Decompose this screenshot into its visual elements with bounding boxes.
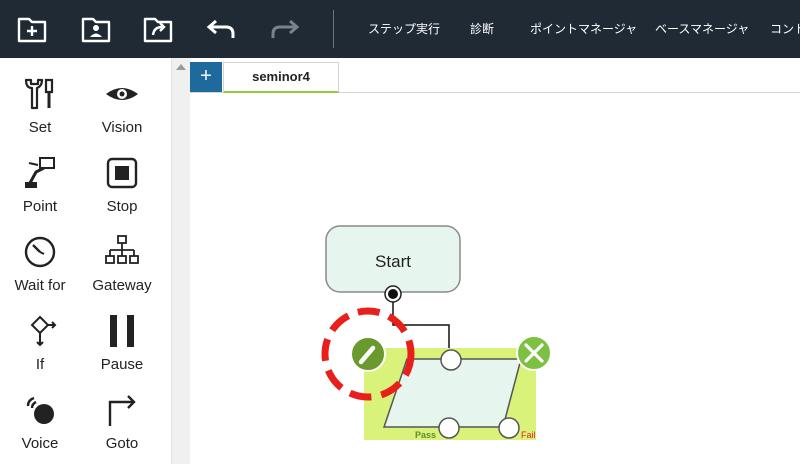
node-input-port[interactable]	[440, 349, 462, 371]
eye-icon	[102, 76, 142, 112]
tool-stop[interactable]: Stop	[82, 137, 162, 215]
fail-label: Fail	[521, 430, 536, 440]
close-icon	[524, 343, 544, 363]
tab-seminor4[interactable]: seminor4	[223, 62, 339, 94]
menu-step-run[interactable]: ステップ実行	[368, 22, 441, 36]
tool-label: Gateway	[92, 277, 152, 294]
top-toolbar: ステップ実行 診断 ポイントマネージャ ベースマネージャ コント	[0, 0, 800, 58]
tool-goto[interactable]: Goto	[82, 374, 162, 452]
tool-label: Voice	[21, 435, 59, 452]
menu-control-truncated[interactable]: コント	[770, 22, 800, 36]
start-output-port-dot	[388, 289, 398, 299]
add-tab-button[interactable]: +	[190, 62, 222, 92]
tool-label: Stop	[106, 198, 138, 215]
scroll-up-arrow-icon[interactable]	[176, 64, 186, 70]
tool-label: Goto	[105, 435, 139, 452]
clock-icon	[20, 234, 60, 270]
tab-bar: + seminor4	[190, 58, 800, 94]
new-folder-icon[interactable]	[12, 9, 52, 49]
goto-arrow-icon	[102, 392, 142, 428]
if-branch-icon	[20, 313, 60, 349]
start-node-label: Start	[375, 252, 411, 271]
delete-node-button[interactable]	[516, 335, 552, 371]
tool-label: Wait for	[14, 277, 66, 294]
voice-icon	[20, 392, 60, 428]
tool-gateway[interactable]: Gateway	[82, 216, 162, 294]
tool-if[interactable]: If	[0, 295, 80, 373]
flow-connector	[392, 302, 450, 353]
tool-pause[interactable]: Pause	[82, 295, 162, 373]
stop-icon	[102, 155, 142, 191]
redo-icon[interactable]	[264, 9, 304, 49]
tool-label: Point	[22, 198, 58, 215]
menu-base-manager[interactable]: ベースマネージャ	[655, 22, 750, 36]
tool-label: Pause	[100, 356, 144, 373]
user-folder-icon[interactable]	[76, 9, 116, 49]
toolbar-separator	[333, 10, 334, 48]
tool-set[interactable]: Set	[0, 58, 80, 136]
tool-point[interactable]: Point	[0, 137, 80, 215]
pass-label: Pass	[415, 430, 436, 440]
menu-point-manager[interactable]: ポイントマネージャ	[530, 22, 638, 36]
pause-icon	[102, 313, 142, 349]
menu-diagnosis[interactable]: 診断	[470, 22, 495, 36]
tool-wait-for[interactable]: Wait for	[0, 216, 80, 294]
tool-vision[interactable]: Vision	[82, 58, 162, 136]
highlight-callout-circle	[321, 307, 415, 401]
tool-voice[interactable]: Voice	[0, 374, 80, 452]
palette-scrollbar[interactable]	[171, 58, 190, 464]
tool-label: Vision	[101, 119, 143, 136]
export-folder-icon[interactable]	[138, 9, 178, 49]
fail-output-port[interactable]	[498, 417, 520, 439]
edit-node-button[interactable]	[350, 336, 386, 372]
pass-output-port[interactable]	[438, 417, 460, 439]
undo-icon[interactable]	[202, 9, 242, 49]
point-robot-icon	[20, 155, 60, 191]
flow-canvas[interactable]: Start Pass Fail	[190, 93, 800, 464]
tool-palette: Set Vision Point	[0, 58, 170, 464]
wrench-icon	[20, 76, 60, 112]
tool-label: If	[35, 356, 45, 373]
tool-label: Set	[28, 119, 52, 136]
gateway-icon	[102, 234, 142, 270]
pencil-icon	[358, 345, 376, 365]
